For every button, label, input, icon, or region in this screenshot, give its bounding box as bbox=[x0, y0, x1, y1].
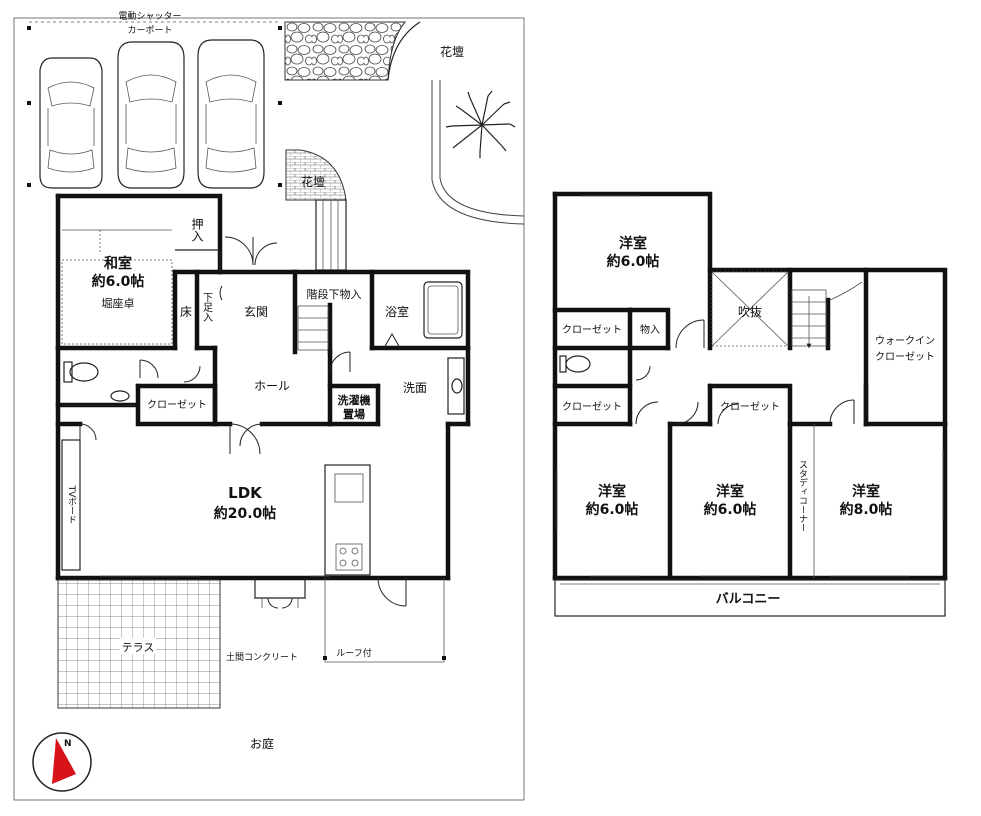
closet-a-label: クローゼット bbox=[562, 324, 622, 336]
car-right bbox=[197, 39, 265, 189]
washitsu-size: 約6.0帖 bbox=[92, 273, 145, 290]
floor1-doors bbox=[79, 236, 407, 607]
terrace-label-bg bbox=[120, 638, 156, 654]
genkan-label: 玄関 bbox=[244, 304, 268, 319]
bath-label: 浴室 bbox=[385, 304, 409, 319]
closet-c-label: クローゼット bbox=[720, 401, 780, 413]
oshiire-label: 押入 bbox=[190, 218, 204, 242]
room-right-size: 約8.0帖 bbox=[840, 501, 893, 518]
room-mid-size: 約6.0帖 bbox=[704, 501, 757, 518]
shitabako-label: 下足入 bbox=[201, 292, 213, 322]
tree-icon bbox=[445, 90, 516, 158]
room-top-label: 洋室 bbox=[619, 235, 647, 252]
stair-storage-label: 階段下物入 bbox=[307, 287, 362, 301]
floor2-details bbox=[556, 195, 944, 578]
north-compass-icon: N bbox=[32, 732, 92, 792]
ldk-size: 約20.0帖 bbox=[214, 505, 277, 522]
floor1-details bbox=[61, 229, 465, 577]
floor2-doors bbox=[635, 319, 855, 425]
toko-label: 床 bbox=[180, 305, 192, 319]
walkin-label-2: クローゼット bbox=[875, 351, 935, 363]
floor1-walls bbox=[55, 193, 471, 581]
car-left bbox=[39, 57, 103, 189]
closet-label: クローゼット bbox=[147, 399, 207, 411]
shutter-label: 電動シャッター bbox=[118, 11, 181, 22]
garden-curve-outer bbox=[431, 80, 525, 225]
laundry-label-2: 置場 bbox=[343, 407, 365, 421]
dirt-concrete-label: 土間コンクリート bbox=[226, 651, 298, 663]
closet-b-label: クローゼット bbox=[562, 401, 622, 413]
tv-board-label: TVボード bbox=[66, 485, 77, 525]
washroom-label: 洗面 bbox=[403, 381, 427, 395]
laundry-label-1: 洗濯機 bbox=[338, 393, 371, 407]
carport-posts bbox=[27, 26, 282, 187]
roof-post bbox=[442, 656, 446, 660]
floor2-walls bbox=[552, 191, 948, 581]
monoire-label: 物入 bbox=[640, 323, 660, 336]
garden-label: お庭 bbox=[250, 736, 274, 751]
roof-attached-label: ルーフ付 bbox=[336, 648, 371, 659]
entry-steps bbox=[315, 199, 347, 271]
stone-path bbox=[284, 21, 407, 81]
washitsu-label: 和室 bbox=[104, 255, 132, 272]
site-boundary bbox=[13, 17, 525, 801]
car-middle bbox=[117, 41, 185, 189]
bay-window bbox=[254, 578, 306, 609]
roof-post bbox=[323, 656, 327, 660]
terrace-label: テラス bbox=[122, 641, 155, 654]
study-corner-label: スタディコーナー bbox=[797, 460, 808, 532]
horigotatsu-label: 堀座卓 bbox=[102, 296, 135, 310]
hall-label: ホール bbox=[254, 379, 290, 393]
flowerbed-top-label: 花壇 bbox=[440, 44, 464, 59]
room-right-label: 洋室 bbox=[852, 483, 880, 500]
room-left-label: 洋室 bbox=[598, 483, 626, 500]
room-top-size: 約6.0帖 bbox=[607, 253, 660, 270]
room-mid-label: 洋室 bbox=[716, 483, 744, 500]
ldk-label: LDK bbox=[228, 484, 263, 502]
flowerbed-entry-label: 花壇 bbox=[301, 174, 325, 189]
balcony-label: バルコニー bbox=[716, 592, 781, 607]
fukinuke-label: 吹抜 bbox=[738, 305, 762, 319]
flowerbed-top-edge bbox=[387, 21, 421, 81]
carport-label: カーポート bbox=[127, 25, 172, 36]
balcony bbox=[554, 579, 946, 617]
room-left-size: 約6.0帖 bbox=[586, 501, 639, 518]
north-letter: N bbox=[64, 739, 72, 749]
garden-curve-inner bbox=[439, 80, 525, 217]
walkin-label-1: ウォークイン bbox=[875, 335, 935, 347]
